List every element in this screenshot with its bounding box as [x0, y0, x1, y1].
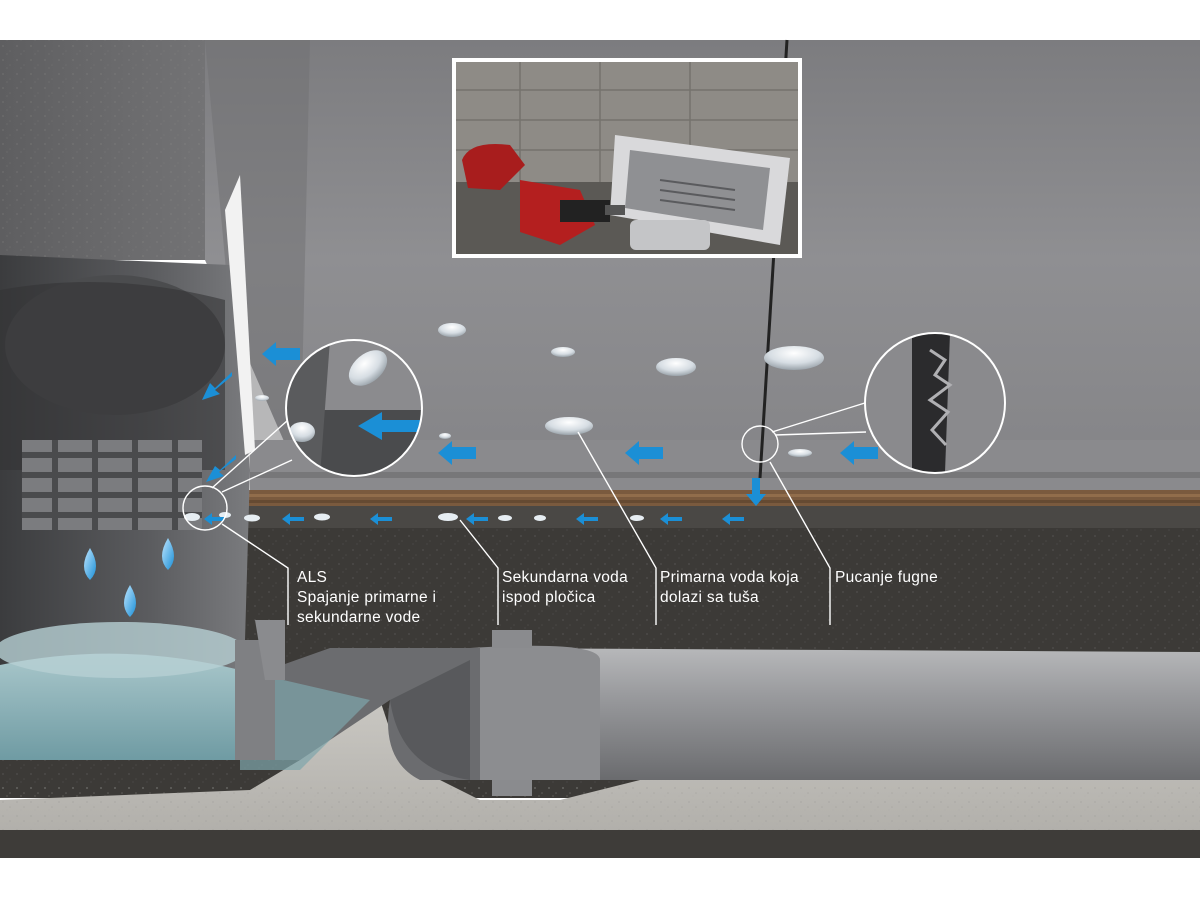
crack-label: Pucanje fugne	[835, 568, 938, 588]
drain-grate	[22, 440, 202, 530]
primary-water-label: Primarna voda koja dolazi sa tuša	[660, 568, 799, 608]
secondary-water-label: Sekundarna voda ispod pločica	[502, 568, 628, 608]
waterproof-membrane	[210, 490, 1200, 506]
secondary-line2: ispod pločica	[502, 588, 628, 608]
crack-detail-magnifier	[865, 333, 1005, 473]
als-line1: Spajanje primarne i	[297, 588, 436, 608]
primary-line1: Primarna voda koja	[660, 568, 799, 588]
als-line2: sekundarne vode	[297, 608, 436, 628]
als-detail-magnifier	[286, 340, 422, 476]
als-title: ALS	[297, 568, 436, 588]
secondary-line1: Sekundarna voda	[502, 568, 628, 588]
primary-line2: dolazi sa tuša	[660, 588, 799, 608]
secondary-water-channel	[190, 506, 1200, 528]
base-slab	[0, 830, 1200, 858]
installation-photo-inset	[452, 58, 802, 258]
crack-line1: Pucanje fugne	[835, 568, 938, 588]
als-callout-label: ALS Spajanje primarne i sekundarne vode	[297, 568, 436, 628]
